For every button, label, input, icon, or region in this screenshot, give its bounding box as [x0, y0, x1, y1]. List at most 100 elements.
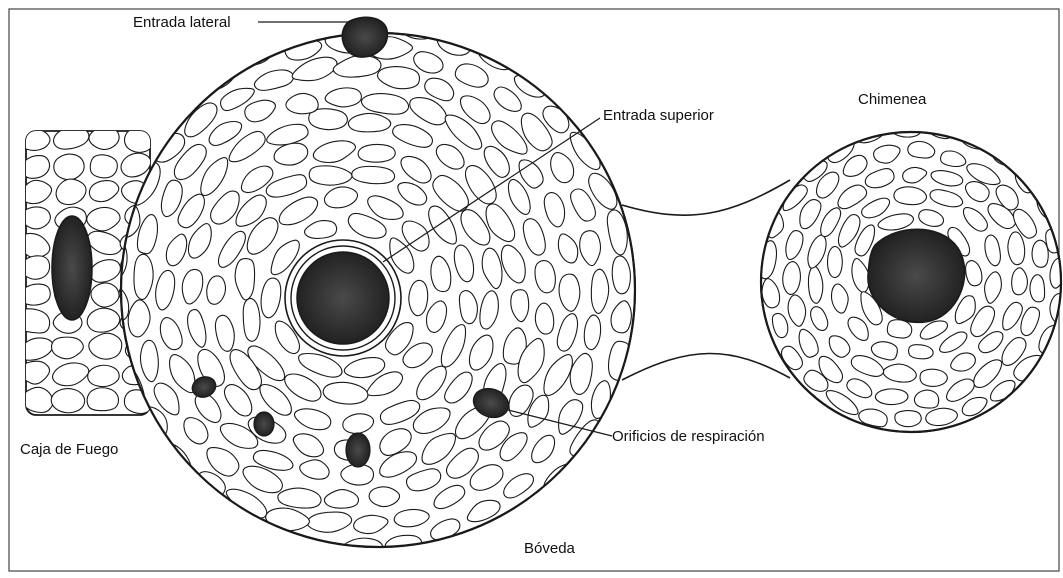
stone	[719, 227, 736, 253]
stone	[974, 439, 1005, 459]
stone	[812, 431, 837, 453]
stone	[1010, 389, 1040, 416]
stone	[1038, 402, 1057, 424]
stone	[399, 554, 441, 573]
stone	[149, 461, 186, 493]
stone	[87, 388, 118, 411]
stone	[738, 270, 756, 295]
stone	[271, 13, 307, 32]
stone	[728, 327, 748, 356]
stone	[301, 541, 339, 561]
stone	[1024, 147, 1051, 172]
stone	[358, 144, 395, 162]
stone	[122, 430, 154, 460]
stone	[1053, 336, 1063, 360]
stone	[87, 308, 120, 332]
stone	[189, 39, 221, 61]
stone	[479, 522, 514, 543]
top-entrance-hole	[297, 252, 389, 344]
stone	[1039, 367, 1058, 390]
stone	[54, 154, 84, 180]
stone	[166, 82, 201, 109]
stone	[717, 259, 733, 290]
stone	[876, 452, 905, 469]
stone	[920, 369, 947, 386]
stone	[88, 365, 120, 386]
stone	[970, 110, 995, 129]
label-entrada-superior: Entrada superior	[603, 107, 714, 124]
stone	[873, 74, 907, 93]
stone	[1056, 154, 1063, 175]
stone	[740, 236, 757, 262]
stone	[439, 540, 478, 565]
flue-upper-curve	[622, 180, 790, 215]
stone	[20, 129, 50, 150]
stone	[739, 164, 765, 192]
stone	[941, 84, 974, 103]
stone	[843, 444, 870, 461]
stone	[125, 128, 154, 152]
stone	[945, 449, 970, 468]
stone	[1046, 229, 1062, 253]
stone	[91, 283, 119, 307]
stone	[230, 23, 265, 48]
stone	[1012, 268, 1028, 295]
chimney-hole	[868, 229, 965, 322]
stone	[118, 86, 156, 119]
stone	[849, 428, 881, 448]
stone	[837, 112, 863, 132]
stone	[785, 150, 804, 171]
stone	[158, 511, 186, 538]
stone	[916, 434, 947, 452]
stone	[881, 432, 914, 450]
stone	[21, 284, 51, 305]
stone	[744, 303, 762, 330]
stone	[1034, 124, 1062, 149]
stone	[352, 166, 395, 183]
stone	[887, 320, 911, 338]
stone	[812, 99, 840, 118]
label-caja-de-fuego: Caja de Fuego	[20, 441, 118, 458]
stone	[1006, 421, 1033, 442]
stone	[409, 280, 428, 315]
stone	[914, 390, 938, 408]
stone	[1005, 105, 1035, 131]
label-orificios-de-respiracion: Orificios de respiración	[612, 428, 765, 445]
stone	[827, 246, 842, 277]
label-boveda: Bóveda	[524, 540, 575, 557]
stone	[309, 9, 350, 28]
stone	[875, 389, 908, 405]
stone	[155, 61, 186, 90]
stone	[90, 155, 117, 178]
stone	[192, 534, 229, 558]
stone	[951, 426, 980, 444]
flue-lower-curve	[622, 353, 790, 380]
fire-box-opening	[52, 216, 92, 320]
stone	[759, 390, 781, 413]
stone	[784, 411, 809, 433]
breathing-hole-3	[346, 433, 370, 467]
stone	[1030, 275, 1045, 302]
stone	[907, 456, 940, 473]
stone	[808, 125, 831, 148]
stone	[895, 411, 921, 427]
label-chimenea: Chimenea	[858, 91, 926, 108]
stone	[608, 341, 630, 380]
stone	[934, 105, 965, 123]
stone	[760, 136, 782, 162]
stone	[220, 514, 253, 538]
stone	[21, 256, 50, 279]
stone	[746, 202, 763, 229]
stone	[718, 291, 734, 326]
stone	[783, 115, 810, 135]
stone	[16, 309, 50, 333]
stone	[1047, 168, 1063, 199]
stone	[128, 476, 162, 506]
stone	[51, 389, 85, 413]
stone	[1032, 240, 1048, 267]
stone	[820, 414, 845, 434]
stone	[183, 490, 216, 520]
chimney	[717, 74, 1063, 473]
